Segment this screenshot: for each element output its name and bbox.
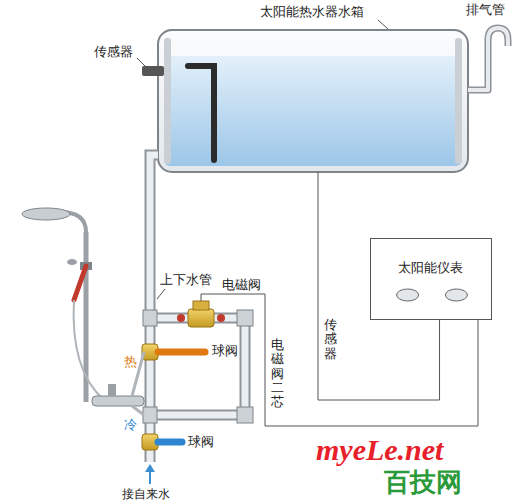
watermark: 百技网 — [384, 467, 462, 498]
meter-label: 太阳能仪表 — [398, 259, 463, 277]
watermark: myeLe.net — [316, 432, 443, 468]
leader-line — [157, 289, 165, 299]
wire-label: 电磁阀二芯 — [271, 338, 284, 409]
wire-label: 传感器 — [324, 318, 337, 361]
elbow-fitting — [237, 310, 253, 326]
pipes — [150, 155, 245, 462]
part-label: 球阀 — [212, 343, 238, 359]
elbow-fitting — [237, 407, 253, 423]
vent-pipe — [468, 28, 508, 90]
cold-mark: 冷 — [124, 417, 137, 433]
leader-line — [378, 20, 388, 29]
meter-button — [445, 289, 467, 301]
meter-box: 太阳能仪表 — [370, 238, 492, 320]
leader-line — [137, 58, 145, 66]
tank-end-cap — [164, 38, 171, 164]
supply-arrow — [145, 464, 155, 472]
valve-handle — [158, 439, 182, 446]
meter-button — [397, 289, 419, 301]
tank-end-cap — [455, 38, 462, 164]
valve-handle — [158, 349, 205, 356]
water-tank — [158, 30, 468, 172]
solenoid-valve — [193, 301, 209, 310]
water — [164, 56, 462, 166]
part-label: 电磁阀 — [222, 277, 261, 293]
tee-fitting — [143, 407, 157, 423]
vent-pipe — [468, 28, 508, 90]
meter-buttons — [371, 283, 493, 313]
tee-fitting — [143, 310, 157, 326]
part-label: 接自来水 — [122, 487, 170, 501]
part-label: 传感器 — [94, 44, 133, 60]
part-label: 上下水管 — [160, 272, 212, 288]
tank-label: 太阳能热水器水箱 — [260, 3, 364, 21]
heater-element — [188, 66, 214, 160]
pipe-nut — [177, 314, 185, 322]
shower-fixture — [22, 208, 144, 415]
supply-arrow — [149, 470, 151, 484]
part-label: 排气管 — [466, 2, 505, 18]
pipe-nut — [217, 314, 225, 322]
part-label: 球阀 — [188, 434, 214, 450]
sensor — [142, 66, 164, 76]
solenoid-valve — [188, 309, 214, 327]
water-tank-node: 太阳能热水器水箱 — [158, 30, 468, 172]
hot-mark: 热 — [124, 354, 137, 370]
